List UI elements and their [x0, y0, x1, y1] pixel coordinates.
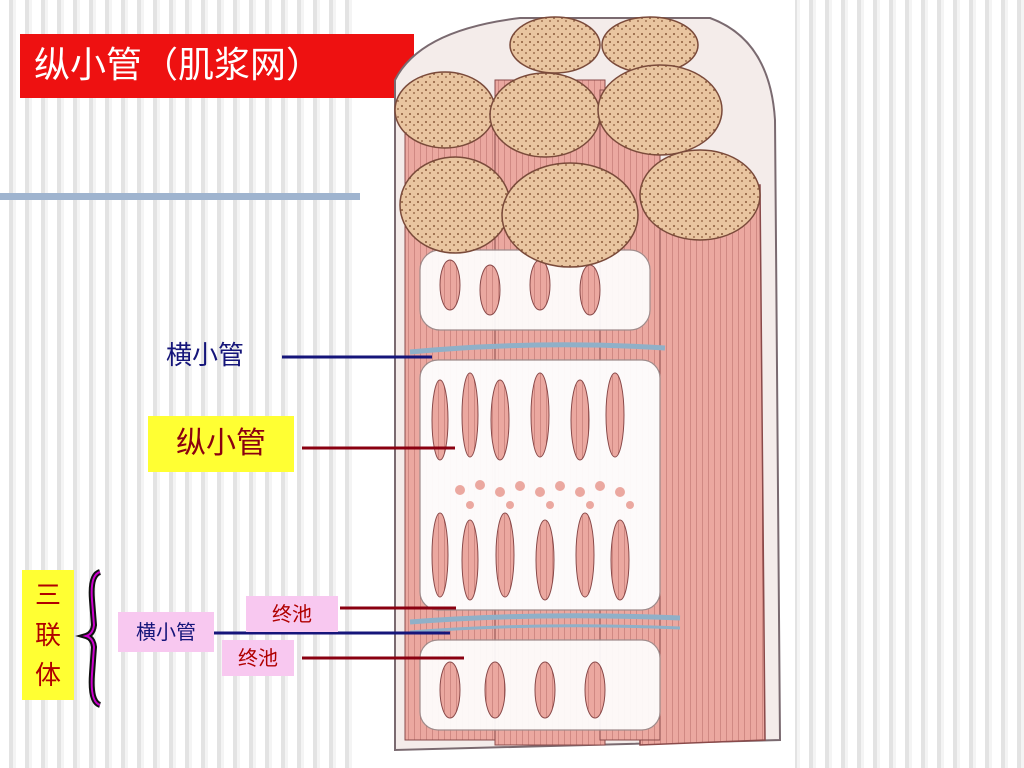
fiber-bundle [394, 16, 782, 752]
horizontal-rule [0, 193, 360, 200]
label-triad: 三联体 [22, 570, 74, 700]
label-l-tubule: 纵小管 [148, 416, 294, 472]
triad-brace-highlight [82, 571, 101, 706]
label-triad-text: 三联体 [35, 581, 62, 691]
label-cistern-top: 终池 [246, 596, 338, 632]
triad-brace [75, 569, 102, 708]
slide-title: 纵小管（肌浆网） [20, 34, 414, 98]
label-cistern-bottom: 终池 [222, 640, 294, 676]
label-triad-t-tubule: 横小管 [118, 612, 214, 652]
label-t-tubule: 横小管 [166, 341, 245, 371]
